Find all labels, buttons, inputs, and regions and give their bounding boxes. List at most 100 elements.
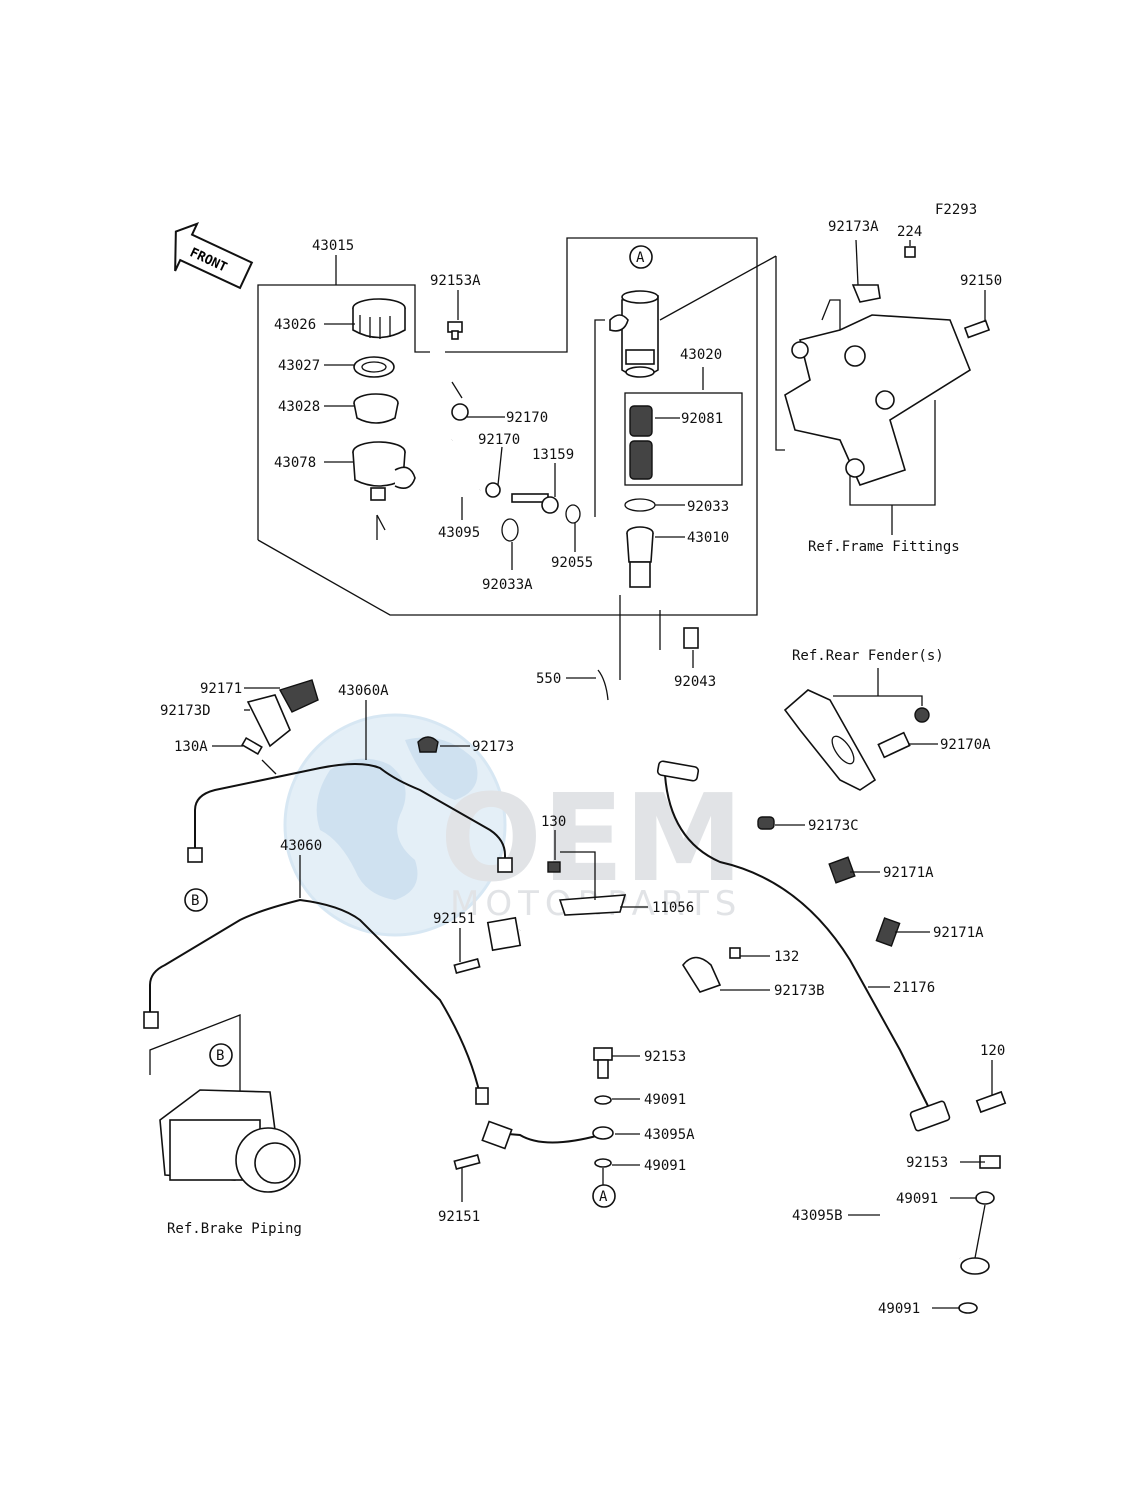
label-43027: 43027 [278, 358, 320, 374]
joint-lower [481, 1120, 513, 1150]
reservoir-cap [352, 298, 406, 339]
marker-a-top: A [629, 245, 653, 269]
label-43078: 43078 [274, 455, 316, 471]
bracket-92173A [851, 284, 881, 303]
circlip-92033A [501, 518, 519, 542]
footrest-bracket [784, 299, 971, 486]
hose-guide-11056 [558, 894, 627, 916]
cotter-550 [597, 595, 621, 701]
label-43060: 43060 [280, 838, 322, 854]
fitting-43060-lower [143, 1011, 489, 1105]
fitting-13159 [511, 493, 559, 514]
label-120: 120 [980, 1043, 1005, 1059]
label-92151-lower: 92151 [438, 1209, 480, 1225]
reservoir-body [352, 441, 416, 540]
piston-kit-43020 [624, 367, 743, 486]
pin-92043 [659, 610, 699, 650]
label-130: 130 [541, 814, 566, 830]
fitting-43060A-top [187, 847, 513, 873]
label-21176: 21176 [893, 980, 935, 996]
label-92170A: 92170A [940, 737, 991, 753]
bolt-92153A [447, 321, 463, 340]
bolt-92150 [963, 319, 991, 339]
bolt-92151-upper [453, 958, 481, 974]
bracket-92173D [246, 694, 291, 748]
part-labels: 43015 43026 43027 43028 43078 92153A 921… [160, 219, 1005, 1317]
svg-text:A: A [599, 1189, 608, 1205]
label-92033: 92033 [687, 499, 729, 515]
clips-92171A [828, 856, 901, 947]
bolt-120 [975, 1090, 1007, 1114]
label-92173D: 92173D [160, 703, 211, 719]
clip-92170-upper [451, 381, 469, 421]
leader-lines [212, 239, 993, 1309]
label-43028: 43028 [278, 399, 320, 415]
label-92173C: 92173C [808, 818, 859, 834]
hose-43095 [447, 439, 482, 494]
clip-92170-lower [485, 482, 501, 498]
label-49091-right-bottom: 49091 [878, 1301, 920, 1317]
circlip-92033 [624, 498, 656, 512]
sensor-21176-bottom [909, 1100, 951, 1132]
svg-text:B: B [191, 893, 199, 909]
label-13159: 13159 [532, 447, 574, 463]
banjo-43095B [958, 1155, 1001, 1314]
marker-b-abs: B [209, 1043, 233, 1067]
label-92033A: 92033A [482, 577, 533, 593]
marker-a-bottom: A [592, 1184, 616, 1208]
svg-text:B: B [216, 1048, 224, 1064]
bolt-130 [547, 861, 561, 873]
sensor-21176-top [656, 760, 700, 782]
ref-frame-fittings: Ref.Frame Fittings [808, 539, 960, 555]
reservoir-diaphragm [353, 393, 399, 424]
label-92171A-lower: 92171A [933, 925, 984, 941]
label-92170-lower: 92170 [478, 432, 520, 448]
svg-text:A: A [636, 250, 645, 266]
label-43015: 43015 [312, 238, 354, 254]
label-92081: 92081 [681, 411, 723, 427]
label-92153-right: 92153 [906, 1155, 948, 1171]
master-cylinder [609, 290, 659, 378]
label-49091-right-top: 49091 [896, 1191, 938, 1207]
label-43060A: 43060A [338, 683, 389, 699]
label-49091-center-top: 49091 [644, 1092, 686, 1108]
bolt-92151-lower [453, 1154, 481, 1170]
joint-block [486, 916, 522, 952]
marker-b-left: B [184, 888, 208, 912]
label-132: 132 [774, 949, 799, 965]
pushrod-43010 [626, 526, 654, 588]
label-92170-upper: 92170 [506, 410, 548, 426]
front-arrow-icon: FRONT [174, 222, 254, 290]
label-43026: 43026 [274, 317, 316, 333]
label-43095: 43095 [438, 525, 480, 541]
label-43095A: 43095A [644, 1127, 695, 1143]
group-outlines [257, 237, 785, 616]
label-92173: 92173 [472, 739, 514, 755]
label-550: 550 [536, 671, 561, 687]
clamp-92171 [278, 679, 319, 713]
label-92153A: 92153A [430, 273, 481, 289]
abs-unit [149, 1014, 301, 1193]
rear-fender-bracket [783, 668, 930, 791]
label-92150: 92150 [960, 273, 1002, 289]
reservoir-plate [353, 356, 395, 378]
oring-92055 [565, 504, 581, 524]
clip-92173 [417, 736, 439, 753]
ref-brake-piping: Ref.Brake Piping [167, 1221, 302, 1237]
label-130A: 130A [174, 739, 208, 755]
ref-rear-fenders: Ref.Rear Fender(s) [792, 648, 944, 664]
label-11056: 11056 [652, 900, 694, 916]
label-224: 224 [897, 224, 922, 240]
bolt-130A [241, 736, 263, 756]
label-92171A-upper: 92171A [883, 865, 934, 881]
label-92153-center: 92153 [644, 1049, 686, 1065]
label-43020: 43020 [680, 347, 722, 363]
clamp-92173B [682, 956, 722, 993]
brake-hoses [149, 763, 963, 1263]
figure-code: F2293 [935, 202, 977, 218]
label-92171: 92171 [200, 681, 242, 697]
bolt-224 [904, 246, 916, 258]
label-92151-upper: 92151 [433, 911, 475, 927]
label-43095B: 43095B [792, 1208, 843, 1224]
